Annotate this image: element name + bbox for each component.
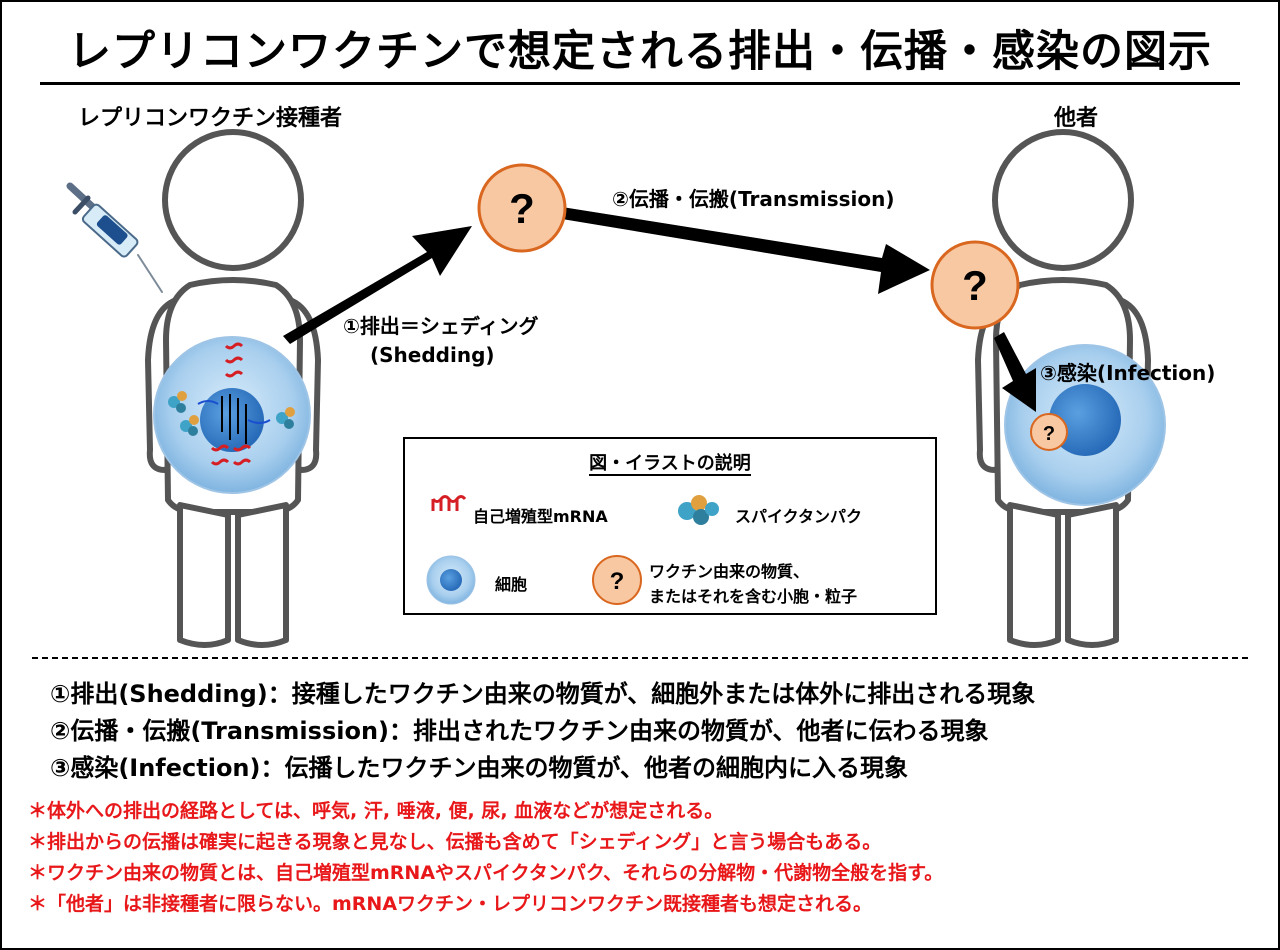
legend-mrna-label: 自己増殖型mRNA <box>473 507 608 526</box>
infection-step-label: ③感染(Infection) <box>1040 361 1216 385</box>
vaccinee-label: レプリコンワクチン接種者 <box>78 106 343 131</box>
legend-mrna-icon <box>431 495 467 511</box>
legend-icons: ? <box>426 495 719 605</box>
infecting-particle <box>1030 413 1068 451</box>
definition-transmission: ②伝播・伝搬(Transmission)：排出されたワクチン由来の物質が、他者に… <box>50 717 989 745</box>
infection-arrow <box>994 332 1036 412</box>
legend-cell-icon <box>426 555 476 605</box>
shedding-step-label: ①排出＝シェディング (Shedding) <box>343 312 539 370</box>
other-person-label: 他者 <box>1054 106 1099 131</box>
spike-protein-icon <box>168 391 295 436</box>
shedding-step-line1: ①排出＝シェディング <box>343 314 539 338</box>
legend-title: 図・イラストの説明 <box>589 453 751 476</box>
note-item: ＊体外への排出の経路としては、呼気, 汗, 唾液, 便, 尿, 血液などが想定さ… <box>28 800 724 822</box>
legend-box: 図・イラストの説明 ? 自己増殖型mRNA スパイクタンパク 細胞 ワクチン由来… <box>403 437 937 615</box>
vaccinee-cell <box>153 336 311 494</box>
mrna-strand-icon <box>210 342 252 466</box>
shedding-step-line2: (Shedding) <box>370 343 495 367</box>
transmission-arrow <box>562 207 930 294</box>
note-item: ＊「他者」は非接種者に限らない。mRNAワクチン・レプリコンワクチン既接種者も想… <box>28 893 873 915</box>
note-item: ＊排出からの伝播は確実に起きる現象と見なし、伝播も含めて「シェディング」と言う場… <box>28 831 882 853</box>
shed-particle <box>477 163 567 253</box>
note-item: ＊ワクチン由来の物質とは、自己増殖型mRNAやスパイクタンパク、それらの分解物・… <box>28 862 944 884</box>
notes-list: ＊体外への排出の経路としては、呼気, 汗, 唾液, 便, 尿, 血液などが想定さ… <box>28 796 943 920</box>
definitions-list: ①排出(Shedding)：接種したワクチン由来の物質が、細胞外または体外に排出… <box>50 676 1035 787</box>
page-title: レプリコンワクチンで想定される排出・伝播・感染の図示 <box>40 24 1240 85</box>
legend-particle-symbol: ? <box>610 568 625 595</box>
definition-shedding: ①排出(Shedding)：接種したワクチン由来の物質が、細胞外または体外に排出… <box>50 680 1036 708</box>
transmitted-particle-symbol: ? <box>962 262 988 309</box>
definition-infection: ③感染(Infection)：伝播したワクチン由来の物質が、他者の細胞内に入る現… <box>50 754 909 782</box>
shed-particle-symbol: ? <box>509 185 535 232</box>
legend-particle-label-line2: またはそれを含む小胞・粒子 <box>649 587 858 606</box>
legend-spike-label: スパイクタンパク <box>735 507 863 526</box>
section-divider <box>32 657 1248 659</box>
syringe-icon <box>66 182 163 293</box>
legend-cell-label: 細胞 <box>495 575 528 594</box>
shedding-arrow <box>283 226 472 344</box>
transmission-step-label: ②伝播・伝搬(Transmission) <box>612 187 895 211</box>
infecting-particle-symbol: ? <box>1043 423 1055 445</box>
legend-particle-icon <box>592 555 642 605</box>
legend-spike-icon <box>678 495 719 525</box>
legend-particle-label-line1: ワクチン由来の物質、 <box>649 562 810 581</box>
transmitted-particle <box>930 240 1020 330</box>
